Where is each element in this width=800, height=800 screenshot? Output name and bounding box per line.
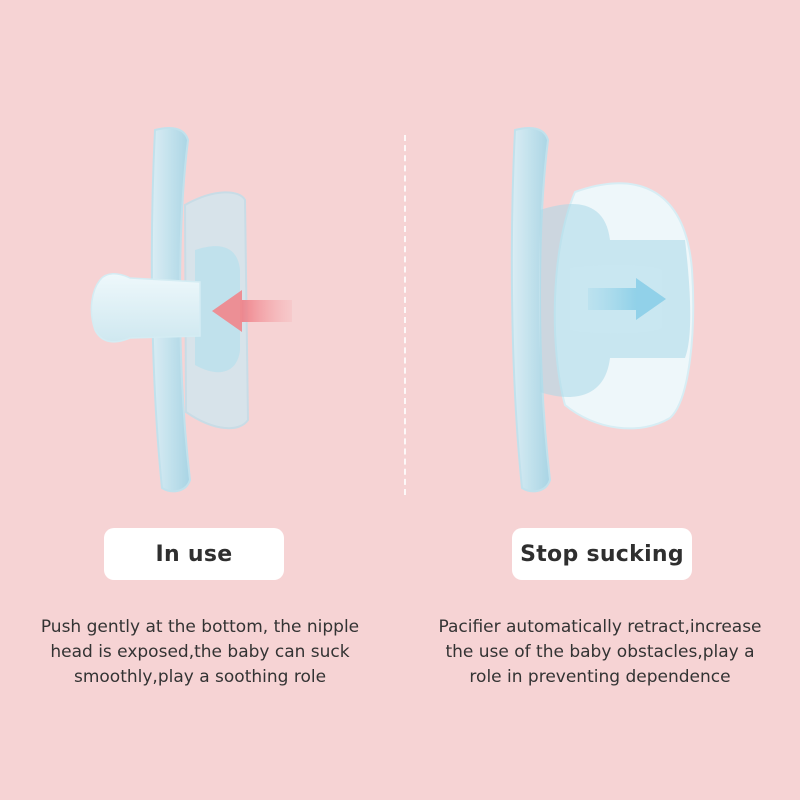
stop-sucking-description-line: the use of the baby obstacles,play a	[445, 642, 755, 662]
stop-sucking-description-line: Pacifier automatically retract,increase	[438, 617, 762, 637]
in-use-description: Push gently at the bottom, the nipple he…	[10, 615, 390, 690]
in-use-description-line: Push gently at the bottom, the nipple	[40, 617, 360, 637]
stop-sucking-label-text: Stop sucking	[520, 541, 684, 567]
in-use-description-line: head is exposed,the baby can suck	[50, 642, 350, 662]
pacifier-in-use-illustration	[90, 127, 292, 493]
in-use-label: In use	[104, 528, 284, 580]
center-divider	[404, 135, 406, 495]
stop-sucking-panel: Stop sucking Pacifier automatically retr…	[400, 0, 800, 800]
in-use-panel: In use Push gently at the bottom, the ni…	[10, 127, 390, 690]
in-use-label-text: In use	[155, 541, 233, 567]
stop-sucking-label: Stop sucking	[512, 528, 692, 580]
in-use-description-line: smoothly,play a soothing role	[73, 667, 327, 687]
pacifier-retracted-illustration	[510, 127, 695, 493]
stop-sucking-description-line: role in preventing dependence	[469, 667, 731, 687]
nipple-shape	[90, 273, 201, 343]
stop-sucking-description: Pacifier automatically retract,increase …	[410, 615, 790, 690]
